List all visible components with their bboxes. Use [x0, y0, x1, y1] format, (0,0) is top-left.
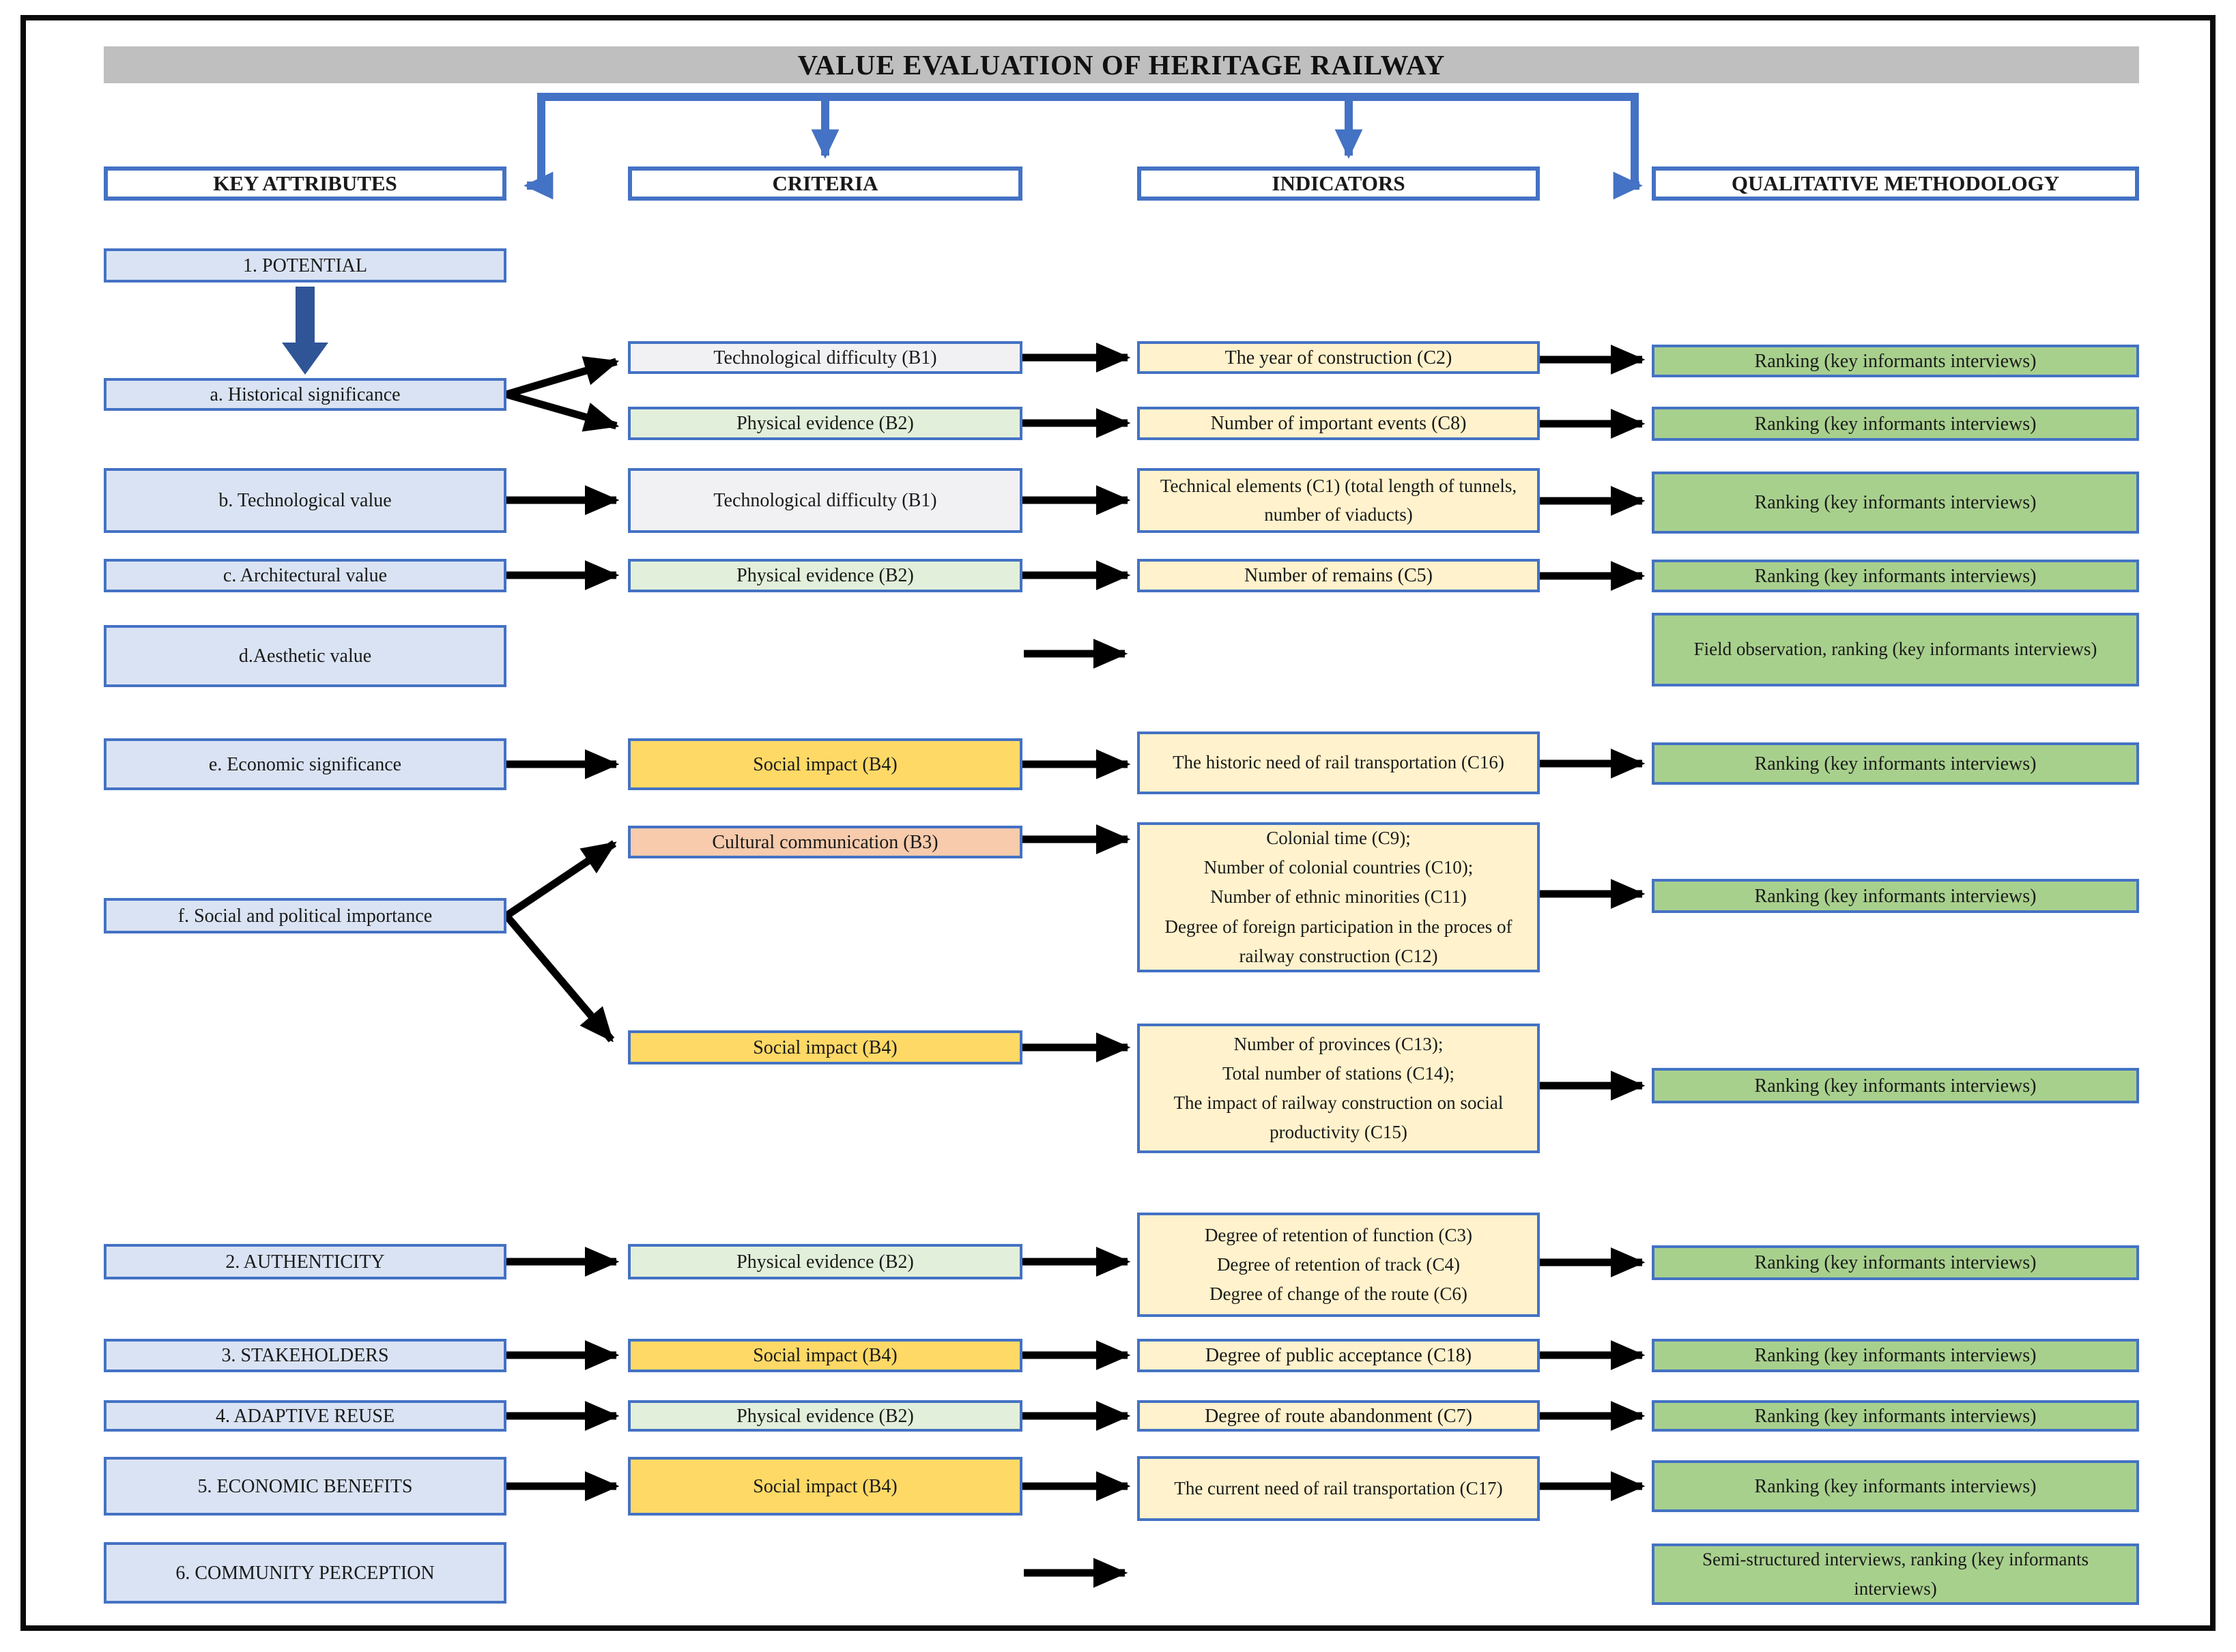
attribute-box-economic-significance: e. Economic significance	[104, 738, 506, 790]
attribute-box-adaptive-reuse: 4. ADAPTIVE REUSE	[104, 1400, 506, 1432]
indicator-box-c18: Degree of public acceptance (C18)	[1137, 1339, 1540, 1372]
methodology-box-ranking-benefits: Ranking (key informants interviews)	[1652, 1460, 2139, 1512]
column-header-key-attributes: KEY ATTRIBUTES	[104, 166, 506, 201]
criteria-box-b2-row-c: Physical evidence (B2)	[628, 559, 1022, 592]
attribute-box-authenticity: 2. AUTHENTICITY	[104, 1244, 506, 1279]
indicator-box-c8: Number of important events (C8)	[1137, 407, 1540, 440]
methodology-box-ranking-f1: Ranking (key informants interviews)	[1652, 879, 2139, 913]
attribute-box-historical-significance: a. Historical significance	[104, 378, 506, 411]
attribute-box-technological-value: b. Technological value	[104, 468, 506, 533]
methodology-box-ranking-adaptive: Ranking (key informants interviews)	[1652, 1400, 2139, 1432]
column-header-indicators: INDICATORS	[1137, 166, 1540, 201]
indicator-box-c13-c15: Number of provinces (C13); Total number …	[1137, 1024, 1540, 1153]
attribute-box-social-political-importance: f. Social and political importance	[104, 898, 506, 933]
indicator-box-c2: The year of construction (C2)	[1137, 341, 1540, 374]
indicator-box-c17: The current need of rail transportation …	[1137, 1456, 1540, 1521]
methodology-box-ranking-f2: Ranking (key informants interviews)	[1652, 1068, 2139, 1103]
criteria-box-b4-row-stakeholders: Social impact (B4)	[628, 1339, 1022, 1372]
methodology-box-ranking-c: Ranking (key informants interviews)	[1652, 560, 2139, 592]
indicator-box-c9-c12: Colonial time (C9); Number of colonial c…	[1137, 822, 1540, 972]
diagram-title-bar: VALUE EVALUATION OF HERITAGE RAILWAY	[104, 46, 2139, 83]
attribute-box-community-perception: 6. COMMUNITY PERCEPTION	[104, 1542, 506, 1604]
methodology-box-ranking-a1: Ranking (key informants interviews)	[1652, 345, 2139, 377]
attribute-box-economic-benefits: 5. ECONOMIC BENEFITS	[104, 1457, 506, 1516]
criteria-box-b4-row-e: Social impact (B4)	[628, 738, 1022, 790]
column-header-criteria: CRITERIA	[628, 166, 1022, 201]
methodology-box-field-observation: Field observation, ranking (key informan…	[1652, 613, 2139, 686]
indicator-box-c1: Technical elements (C1) (total length of…	[1137, 468, 1540, 533]
indicator-box-c3-c4-c6: Degree of retention of function (C3) Deg…	[1137, 1213, 1540, 1317]
indicator-box-c5: Number of remains (C5)	[1137, 559, 1540, 592]
outer-frame	[20, 15, 2216, 1631]
methodology-box-ranking-b: Ranking (key informants interviews)	[1652, 472, 2139, 534]
indicator-box-c7: Degree of route abandonment (C7)	[1137, 1400, 1540, 1432]
indicator-box-c16: The historic need of rail transportation…	[1137, 731, 1540, 794]
methodology-box-ranking-stakeholders: Ranking (key informants interviews)	[1652, 1339, 2139, 1372]
methodology-box-semi-structured: Semi-structured interviews, ranking (key…	[1652, 1544, 2139, 1605]
criteria-box-b1-row-a: Technological difficulty (B1)	[628, 341, 1022, 374]
attribute-box-aesthetic-value: d.Aesthetic value	[104, 625, 506, 687]
criteria-box-b2-row-authenticity: Physical evidence (B2)	[628, 1244, 1022, 1279]
methodology-box-ranking-authenticity: Ranking (key informants interviews)	[1652, 1245, 2139, 1280]
criteria-box-b2-row-adaptive: Physical evidence (B2)	[628, 1400, 1022, 1432]
attribute-box-architectural-value: c. Architectural value	[104, 559, 506, 592]
criteria-box-b2-row-a: Physical evidence (B2)	[628, 407, 1022, 440]
criteria-box-b4-row-f: Social impact (B4)	[628, 1030, 1022, 1064]
diagram-title: VALUE EVALUATION OF HERITAGE RAILWAY	[797, 49, 1446, 81]
attribute-box-potential: 1. POTENTIAL	[104, 248, 506, 282]
methodology-box-ranking-a2: Ranking (key informants interviews)	[1652, 407, 2139, 441]
criteria-box-b1-row-b: Technological difficulty (B1)	[628, 468, 1022, 533]
criteria-box-b3-row-f: Cultural communication (B3)	[628, 826, 1022, 858]
criteria-box-b4-row-benefits: Social impact (B4)	[628, 1457, 1022, 1516]
attribute-box-stakeholders: 3. STAKEHOLDERS	[104, 1339, 506, 1372]
column-header-methodology: QUALITATIVE METHODOLOGY	[1652, 166, 2139, 201]
methodology-box-ranking-e: Ranking (key informants interviews)	[1652, 742, 2139, 785]
